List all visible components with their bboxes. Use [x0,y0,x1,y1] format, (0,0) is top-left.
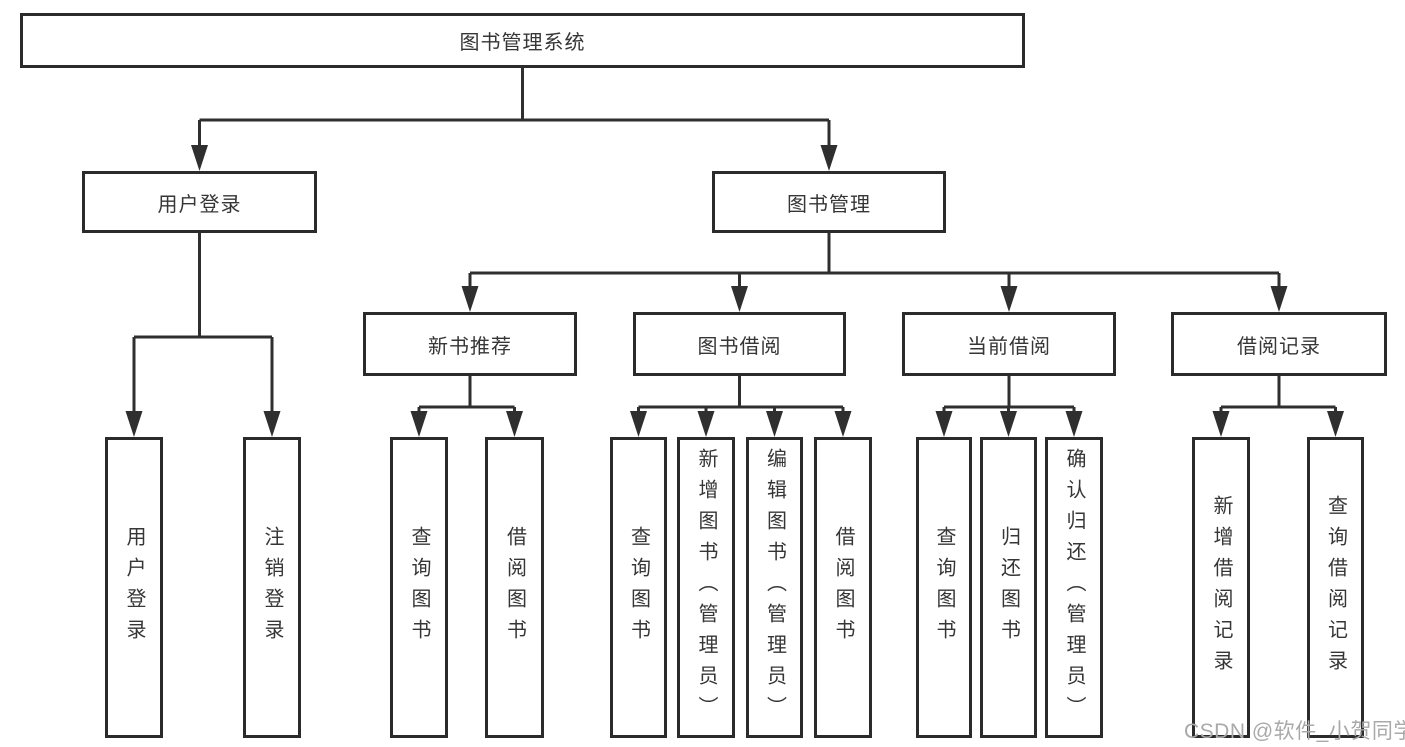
leaf-label: 查询图书 [627,525,650,650]
node-new-book-recommend: 新书推荐 [363,312,577,376]
leaf-confirm-return-admin: 确认归还（管理员） [1045,437,1103,738]
leaf-label: 借阅图书 [503,525,526,650]
leaf-label: 注销登录 [261,525,283,650]
leaf-return-books: 归还图书 [980,437,1037,738]
leaf-label: 借阅图书 [832,525,854,650]
leaf-borrow-books: 借阅图书 [814,437,872,738]
node-label: 图书管理系统 [459,32,586,54]
leaf-edit-book-admin: 编辑图书（管理员） [746,437,803,738]
node-book-borrowing: 图书借阅 [633,312,846,376]
leaf-query-books: 查询图书 [610,437,667,738]
leaf-query-books: 查询图书 [916,437,972,738]
leaf-label: 新增借阅记录 [1210,494,1232,681]
leaf-user-login: 用户登录 [105,437,163,738]
node-label: 借阅记录 [1237,335,1321,358]
node-label: 当前借阅 [967,335,1051,358]
leaf-label: 用户登录 [123,525,145,650]
leaf-label: 确认归还（管理员） [1063,448,1085,727]
leaf-label: 查询图书 [933,525,955,650]
node-label: 用户登录 [157,193,242,216]
node-borrowing-records: 借阅记录 [1171,312,1387,376]
node-label: 新书推荐 [428,335,512,358]
node-label: 图书借阅 [697,335,782,358]
leaf-query-books: 查询图书 [390,437,448,738]
leaf-label: 归还图书 [997,525,1020,650]
leaf-borrow-books: 借阅图书 [485,437,544,738]
leaf-label: 编辑图书（管理员） [763,448,786,727]
leaf-label: 查询图书 [408,525,430,650]
leaf-logout: 注销登录 [243,437,301,738]
node-current-borrowing: 当前借阅 [902,312,1116,376]
leaf-label: 查询借阅记录 [1324,494,1347,681]
node-label: 图书管理 [787,193,871,216]
leaf-query-borrow-record: 查询借阅记录 [1307,437,1364,738]
leaf-add-book-admin: 新增图书（管理员） [677,437,735,738]
node-book-management: 图书管理 [712,171,946,233]
leaf-label: 新增图书（管理员） [695,448,717,727]
csdn-watermark: CSDN @软件_小贺同学 [1184,720,1405,743]
node-library-system: 图书管理系统 [20,13,1025,68]
leaf-add-borrow-record: 新增借阅记录 [1192,437,1250,738]
node-user-login: 用户登录 [82,171,317,233]
